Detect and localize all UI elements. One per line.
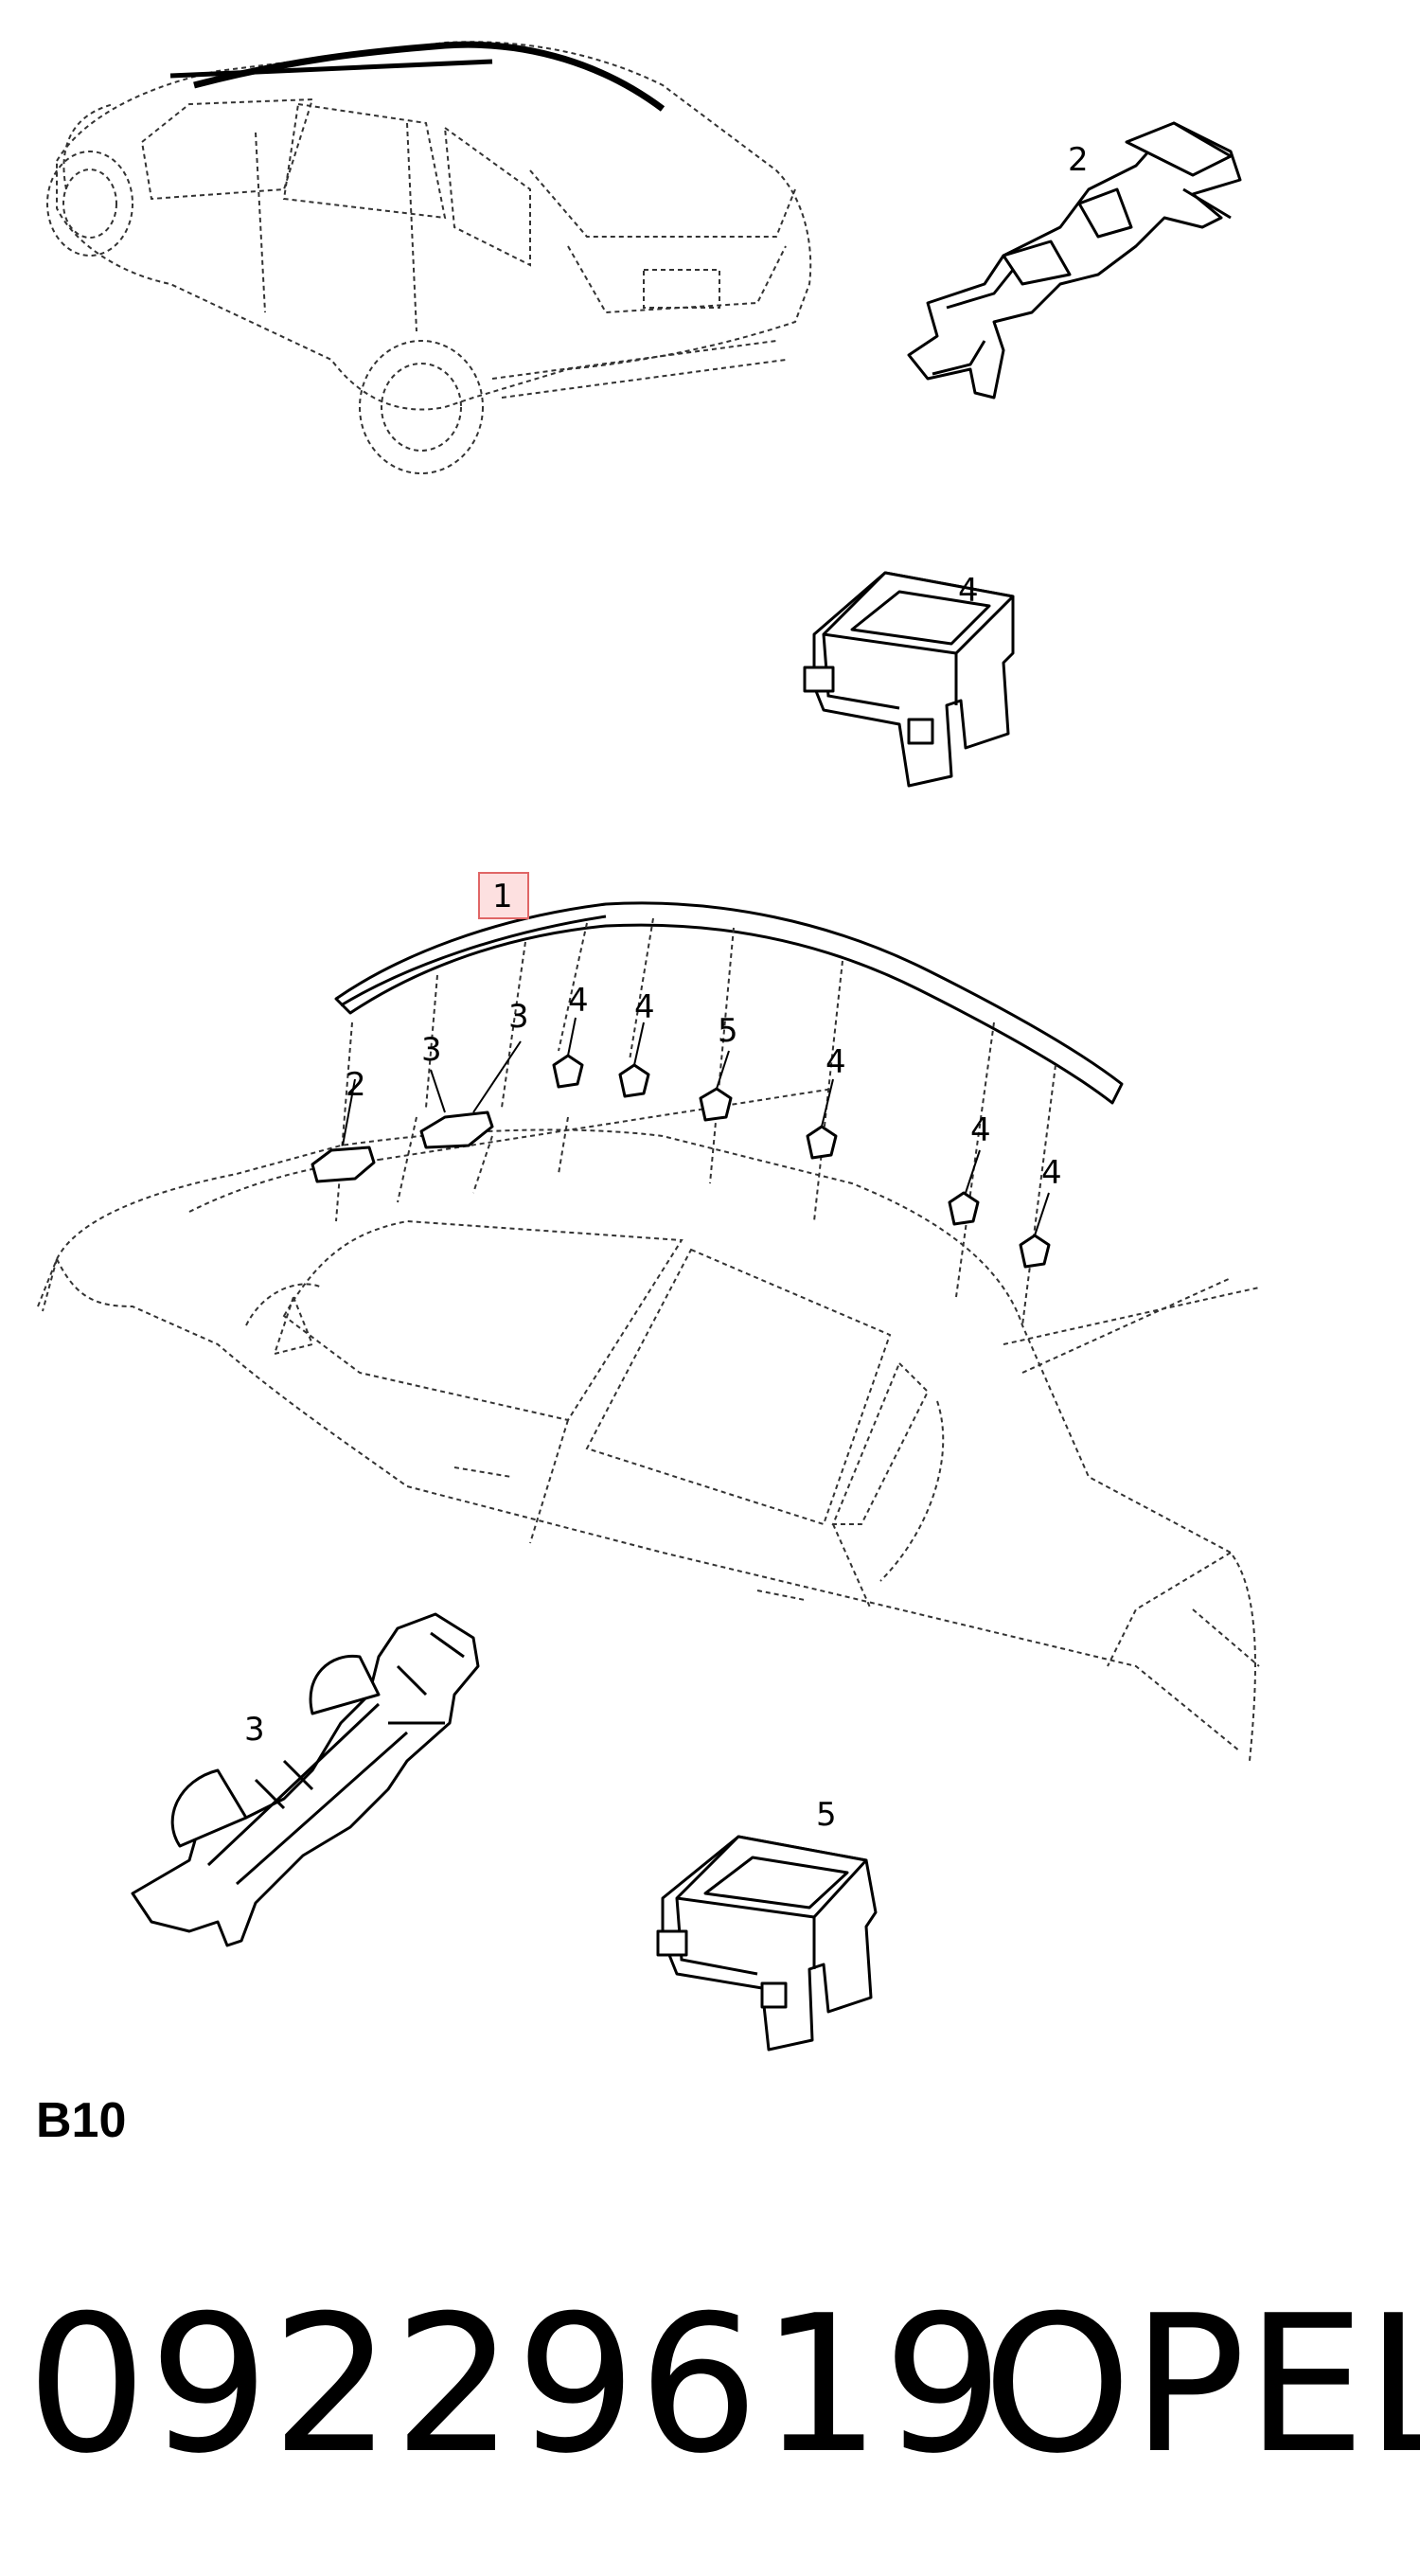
brand-name: OPEL bbox=[983, 2275, 1420, 2496]
callout-4-d: 4 bbox=[970, 1111, 991, 1149]
callout-5-detail: 5 bbox=[816, 1796, 837, 1834]
callout-3-detail: 3 bbox=[244, 1711, 265, 1749]
callout-4-detail: 4 bbox=[958, 572, 979, 610]
clip-4-small-b bbox=[618, 1063, 650, 1098]
clip-4-small-d bbox=[948, 1191, 980, 1226]
callout-1-main: 1 bbox=[492, 878, 513, 915]
callout-labels: 2 4 1 3 3 4 4 5 2 4 4 4 3 5 bbox=[244, 141, 1089, 1834]
clip-4-small-a bbox=[552, 1054, 584, 1089]
part-number: 09229619 bbox=[27, 2275, 1005, 2496]
sedan-drawing bbox=[37, 1088, 1260, 1762]
callout-5-a: 5 bbox=[718, 1012, 738, 1050]
overview-car-drawing bbox=[46, 41, 812, 474]
callout-1-highlight bbox=[478, 872, 529, 919]
clip-4-small-e bbox=[1019, 1234, 1051, 1269]
callout-4-a: 4 bbox=[568, 982, 589, 1020]
callout-3-a: 3 bbox=[421, 1031, 442, 1069]
detail-clip-5 bbox=[656, 1835, 878, 2052]
clip-4-small-c bbox=[806, 1125, 838, 1160]
section-code: B10 bbox=[36, 2093, 127, 2148]
detail-clip-3 bbox=[131, 1612, 480, 1947]
clip-2-small bbox=[311, 1146, 376, 1183]
callout-2-a: 2 bbox=[346, 1066, 366, 1104]
callout-4-b: 4 bbox=[634, 988, 655, 1026]
leader-lines bbox=[335, 917, 1056, 1326]
callout-3-b: 3 bbox=[508, 998, 529, 1036]
clip-5-small bbox=[699, 1087, 733, 1122]
detail-clip-4 bbox=[803, 571, 1015, 788]
clip-3-small bbox=[419, 1110, 494, 1149]
roof-moulding-part-1 bbox=[334, 901, 1124, 1105]
detail-clip-2 bbox=[907, 121, 1242, 400]
callout-4-e: 4 bbox=[1041, 1154, 1062, 1192]
callout-2-detail: 2 bbox=[1068, 141, 1089, 179]
small-clips bbox=[311, 1054, 1051, 1269]
callout-4-c: 4 bbox=[825, 1043, 846, 1081]
callout-leaders bbox=[342, 1017, 1050, 1236]
